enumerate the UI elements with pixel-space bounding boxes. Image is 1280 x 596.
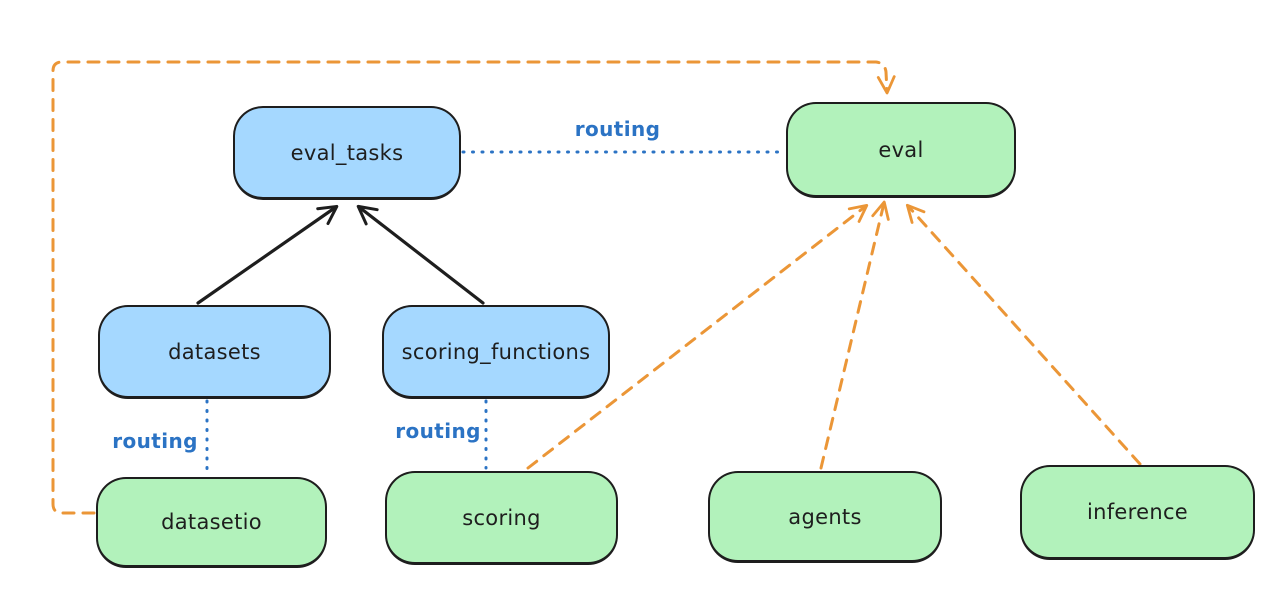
- node-eval: eval: [786, 102, 1016, 198]
- edge-inference-eval: [905, 203, 1142, 466]
- node-agents: agents: [708, 471, 942, 563]
- routing-label-scoring_functions-scoring: routing: [395, 419, 481, 443]
- node-scoring-functions-label: scoring_functions: [401, 339, 591, 364]
- edge-datasetio-eval: [51, 60, 896, 515]
- node-eval-tasks-label: eval_tasks: [290, 140, 404, 165]
- node-scoring-label: scoring: [462, 505, 541, 530]
- node-datasets: datasets: [98, 305, 331, 399]
- edge-datasets-eval_tasks: [196, 204, 339, 305]
- edge-agents-eval: [819, 200, 890, 470]
- node-eval-label: eval: [878, 137, 924, 162]
- node-datasetio-label: datasetio: [161, 510, 262, 534]
- node-agents-label: agents: [788, 504, 862, 529]
- node-scoring-functions: scoring_functions: [382, 305, 610, 399]
- routing-label-datasets-datasetio: routing: [112, 429, 198, 453]
- node-scoring: scoring: [385, 471, 618, 565]
- edge-scoring-eval: [526, 203, 869, 470]
- node-inference: inference: [1020, 465, 1255, 560]
- node-inference-label: inference: [1086, 500, 1189, 524]
- node-datasets-label: datasets: [168, 339, 261, 364]
- node-datasetio: datasetio: [96, 477, 327, 568]
- node-eval-tasks: eval_tasks: [233, 106, 461, 200]
- routing-label-eval_tasks-eval: routing: [574, 117, 661, 141]
- edge-scoring_functions-eval_tasks: [356, 204, 485, 305]
